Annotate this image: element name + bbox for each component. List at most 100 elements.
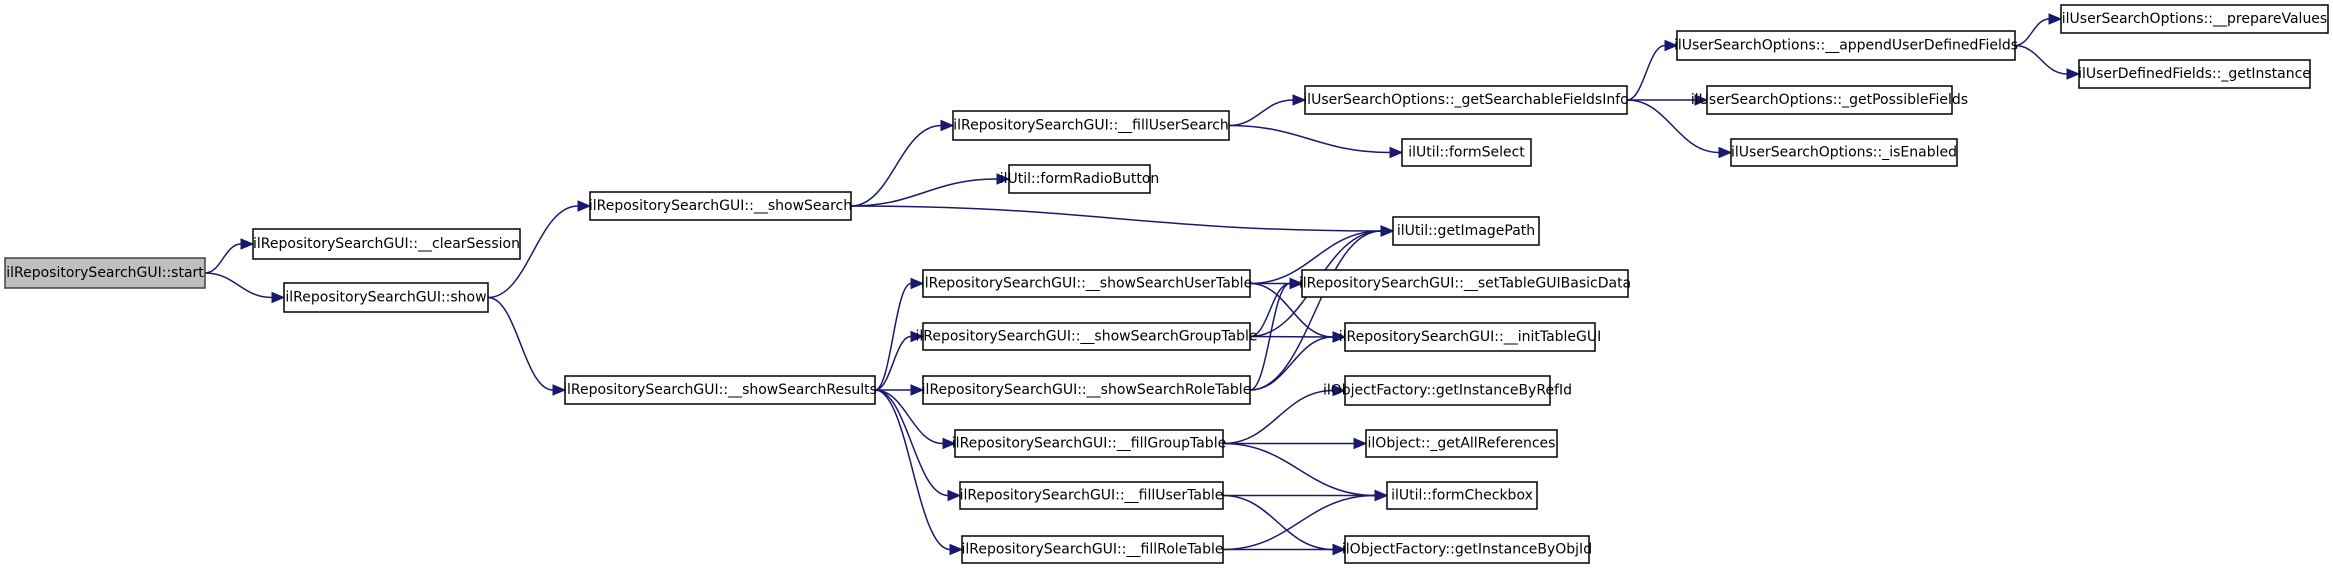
node-label: ilRepositorySearchGUI::__showSearchRoleT… bbox=[922, 382, 1252, 398]
node-initTableGUI[interactable]: ilRepositorySearchGUI::__initTableGUI bbox=[1339, 322, 1602, 352]
node-box[interactable] bbox=[1304, 85, 1628, 115]
arrowhead-icon bbox=[947, 489, 962, 502]
arrowhead-icon bbox=[940, 119, 955, 132]
edge-line bbox=[1249, 230, 1382, 285]
arrowhead-icon bbox=[1694, 94, 1709, 106]
node-box[interactable] bbox=[1008, 164, 1151, 194]
node-getSearchableFieldsInfo[interactable]: ilUserSearchOptions::_getSearchableField… bbox=[1303, 85, 1629, 115]
node-box[interactable] bbox=[922, 269, 1251, 298]
node-box[interactable] bbox=[1676, 30, 2016, 61]
node-fillUserSearch[interactable]: ilRepositorySearchGUI::__fillUserSearch bbox=[952, 110, 1230, 141]
edge-line bbox=[1222, 442, 1376, 497]
node-getInstanceByRefId[interactable]: ilObjectFactory::getInstanceByRefId bbox=[1323, 375, 1572, 406]
node-start[interactable]: ilRepositorySearchGUI::start bbox=[4, 257, 206, 289]
call-edge-showSearch-to-fillUserSearch bbox=[850, 119, 955, 207]
node-box[interactable] bbox=[1365, 429, 1558, 458]
node-prepareValues[interactable]: ilUserSearchOptions::__prepareValues bbox=[2060, 4, 2329, 34]
arrowhead-icon bbox=[2066, 68, 2081, 80]
call-edge-showSearchResults-to-fillRoleTable bbox=[874, 389, 964, 556]
call-edge-fillRoleTable-to-formCheckbox bbox=[1222, 489, 1389, 551]
node-box[interactable] bbox=[4, 257, 206, 289]
node-getAllReferences[interactable]: ilObject::_getAllReferences bbox=[1365, 429, 1558, 458]
node-showSearchGroupTable[interactable]: ilRepositorySearchGUI::__showSearchGroup… bbox=[915, 322, 1258, 351]
arrowhead-icon bbox=[1374, 489, 1389, 502]
node-box[interactable] bbox=[1344, 535, 1590, 564]
node-box[interactable] bbox=[1344, 375, 1551, 406]
node-clearSession[interactable]: ilRepositorySearchGUI::__clearSession bbox=[252, 228, 521, 260]
node-label: ilObjectFactory::getInstanceByObjId bbox=[1342, 542, 1592, 558]
node-box[interactable] bbox=[1730, 138, 1958, 167]
edge-line bbox=[1249, 282, 1291, 391]
node-label: ilUserSearchOptions::__prepareValues bbox=[2062, 11, 2327, 27]
node-label: ilRepositorySearchGUI::__fillUserTable bbox=[960, 488, 1224, 504]
arrowhead-icon bbox=[1353, 437, 1368, 450]
call-edge-showSearchResults-to-showSearchUserTable bbox=[874, 277, 925, 391]
node-fillGroupTable[interactable]: ilRepositorySearchGUI::__fillGroupTable bbox=[952, 429, 1226, 458]
node-box[interactable] bbox=[1344, 322, 1596, 352]
node-box[interactable] bbox=[959, 481, 1224, 510]
call-edge-show-to-showSearch bbox=[487, 200, 592, 299]
node-fillRoleTable[interactable]: ilRepositorySearchGUI::__fillRoleTable bbox=[961, 535, 1224, 564]
call-edge-fillGroupTable-to-getAllReferences bbox=[1222, 437, 1368, 450]
node-box[interactable] bbox=[922, 375, 1251, 405]
node-box[interactable] bbox=[2078, 59, 2311, 89]
node-label: ilRepositorySearchGUI::__showSearchGroup… bbox=[915, 329, 1257, 345]
node-label: ilObjectFactory::getInstanceByRefId bbox=[1323, 383, 1572, 399]
node-label: ilUserSearchOptions::_getPossibleFields bbox=[1691, 92, 1968, 108]
edge-line bbox=[1228, 99, 1294, 127]
node-box[interactable] bbox=[1301, 269, 1629, 298]
call-edge-showSearch-to-formRadioButton bbox=[850, 173, 1011, 207]
node-box[interactable] bbox=[564, 375, 876, 405]
node-showSearchUserTable[interactable]: ilRepositorySearchGUI::__showSearchUserT… bbox=[921, 269, 1252, 298]
node-label: ilUtil::formSelect bbox=[1408, 145, 1525, 161]
node-formSelect[interactable]: ilUtil::formSelect bbox=[1401, 138, 1532, 167]
node-showSearchResults[interactable]: ilRepositorySearchGUI::__showSearchResul… bbox=[563, 375, 877, 405]
arrowhead-icon bbox=[1289, 277, 1304, 290]
node-show[interactable]: ilRepositorySearchGUI::show bbox=[283, 282, 489, 313]
arrowhead-icon bbox=[1718, 146, 1733, 159]
edge-line bbox=[1249, 230, 1382, 391]
node-label: ilRepositorySearchGUI::__fillRoleTable bbox=[962, 542, 1224, 558]
edge-line bbox=[874, 389, 949, 497]
node-box[interactable] bbox=[952, 110, 1230, 141]
node-box[interactable] bbox=[1386, 481, 1538, 510]
call-edge-showSearchRoleTable-to-initTableGUI bbox=[1249, 331, 1347, 391]
arrowhead-icon bbox=[552, 384, 567, 396]
edge-line bbox=[1222, 494, 1334, 551]
node-appendUserDefinedFields[interactable]: ilUserSearchOptions::__appendUserDefined… bbox=[1674, 30, 2018, 61]
node-udfGetInstance[interactable]: ilUserDefinedFields::_getInstance bbox=[2078, 59, 2311, 89]
edge-line bbox=[1228, 124, 1391, 154]
node-box[interactable] bbox=[961, 535, 1224, 564]
edge-line bbox=[487, 296, 554, 391]
call-edge-showSearchResults-to-fillUserTable bbox=[874, 389, 962, 502]
node-box[interactable] bbox=[252, 228, 521, 260]
node-box[interactable] bbox=[589, 191, 852, 221]
node-box[interactable] bbox=[1401, 138, 1532, 167]
node-box[interactable] bbox=[283, 282, 489, 313]
node-showSearch[interactable]: ilRepositorySearchGUI::__showSearch bbox=[589, 191, 852, 221]
node-label: ilObject::_getAllReferences bbox=[1368, 436, 1556, 452]
node-box[interactable] bbox=[922, 322, 1251, 351]
node-isEnabled[interactable]: ilUserSearchOptions::_isEnabled bbox=[1730, 138, 1958, 167]
node-box[interactable] bbox=[2060, 4, 2329, 34]
node-fillUserTable[interactable]: ilRepositorySearchGUI::__fillUserTable bbox=[959, 481, 1224, 510]
arrowhead-icon bbox=[942, 437, 957, 450]
node-getImagePath[interactable]: ilUtil::getImagePath bbox=[1392, 216, 1540, 246]
edge-line bbox=[850, 205, 1382, 232]
edge-line bbox=[1249, 282, 1291, 338]
node-label: ilUserSearchOptions::__appendUserDefined… bbox=[1674, 38, 2018, 54]
edge-line bbox=[1222, 389, 1334, 445]
node-getPossibleFields[interactable]: ilUserSearchOptions::_getPossibleFields bbox=[1691, 85, 1968, 115]
node-formCheckbox[interactable]: ilUtil::formCheckbox bbox=[1386, 481, 1538, 510]
node-box[interactable] bbox=[954, 429, 1224, 458]
node-formRadioButton[interactable]: ilUtil::formRadioButton bbox=[1000, 164, 1160, 194]
node-setTableGUIBasicData[interactable]: ilRepositorySearchGUI::__setTableGUIBasi… bbox=[1299, 269, 1631, 298]
node-box[interactable] bbox=[1392, 216, 1540, 246]
node-label: ilUserSearchOptions::_getSearchableField… bbox=[1303, 92, 1628, 108]
edge-line bbox=[204, 243, 242, 274]
edge-line bbox=[487, 205, 579, 299]
node-getInstanceByObjId[interactable]: ilObjectFactory::getInstanceByObjId bbox=[1342, 535, 1592, 564]
node-showSearchRoleTable[interactable]: ilRepositorySearchGUI::__showSearchRoleT… bbox=[922, 375, 1252, 405]
node-box[interactable] bbox=[1706, 85, 1953, 115]
edge-line bbox=[1626, 99, 1720, 154]
